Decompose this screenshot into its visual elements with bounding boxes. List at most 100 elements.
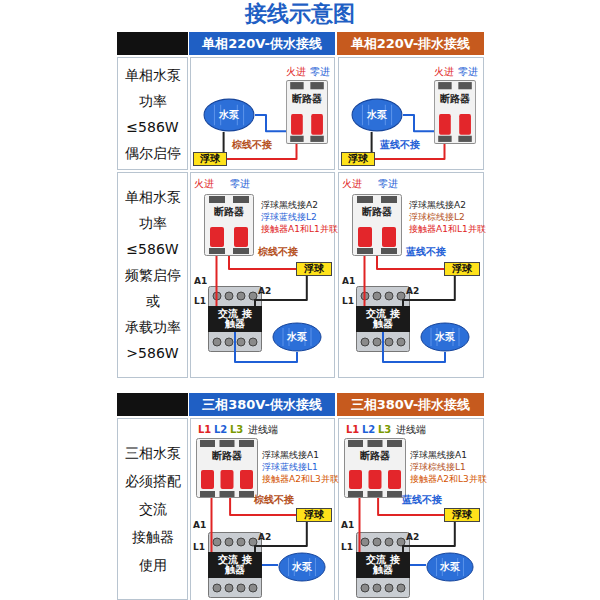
pump-body (421, 323, 469, 351)
note-label: 接触器A2和L3并联 (262, 474, 339, 485)
terminal-name: A1 (342, 276, 355, 287)
node-text: 三相380V-供水接线 (202, 396, 322, 414)
note-label: 浮球黑线接A1 (410, 450, 467, 461)
note-label: 浮球黑线接A2 (409, 200, 466, 211)
note-label: 零进 (310, 66, 330, 78)
pump-fin (436, 558, 437, 576)
pump-fin (283, 328, 284, 346)
panel (191, 58, 335, 170)
panel (339, 419, 484, 600)
note-label: 零进 (230, 178, 250, 190)
breaker-symbol (205, 195, 254, 256)
float-switch: 浮球 (296, 508, 332, 522)
terminal-name: L2 (214, 424, 227, 436)
node-text: 交流 接触器 (215, 309, 255, 330)
node-text: 浮球 (304, 263, 324, 275)
node-text: 断路器 (359, 450, 391, 462)
pump-fin (391, 105, 392, 125)
wire (255, 115, 286, 131)
header-corner (117, 32, 188, 55)
terminal-name: L1 (198, 424, 211, 436)
terminal-name: A1 (194, 276, 207, 287)
panel (191, 173, 335, 378)
note-label: 零进 (458, 66, 478, 78)
terminal-name: L3 (378, 424, 391, 436)
contactor-box: 交流 接触器 (356, 306, 410, 332)
panel (339, 173, 484, 378)
node-text: 水泵 (435, 330, 455, 344)
terminal-name: L2 (362, 424, 375, 436)
row-heading-cell: 三相水泵 必须搭配 交流 接触器 使用 (117, 418, 188, 600)
pump-motor: 水泵 (420, 322, 470, 352)
contactor-box: 交流 接触器 (356, 552, 410, 578)
pump-fin (214, 105, 215, 125)
float-switch: 浮球 (444, 262, 480, 276)
node-text: 单相220V-供水接线 (202, 35, 322, 53)
node-text: 三相380V-排水接线 (351, 396, 471, 414)
note-label: 蓝线不接 (406, 246, 446, 258)
node-text: 交流 接触器 (363, 309, 403, 330)
pump-body (279, 553, 325, 581)
pump-fin (315, 558, 316, 576)
node-text: 浮球 (304, 509, 324, 521)
note-label: 火进 (194, 178, 214, 190)
node-text: 断路器 (291, 93, 323, 105)
breaker-box: 断路器 (286, 80, 328, 144)
panel (339, 58, 484, 170)
header-cell: 单相220V-排水接线 (337, 32, 484, 55)
wire (255, 522, 307, 552)
pump-fin (463, 558, 464, 576)
node-text: 交流 接触器 (215, 555, 255, 576)
node-text: 交流 接触器 (363, 555, 403, 576)
breaker-symbol (353, 195, 402, 256)
contactor-symbol (209, 533, 262, 598)
note-label: 浮球棕线接L2 (409, 212, 465, 223)
contactor-box: 交流 接触器 (208, 552, 262, 578)
pump-fin (311, 328, 312, 346)
node-text: 水泵 (287, 330, 307, 344)
pump-motor: 水泵 (351, 98, 403, 132)
note-label: 接触器A1和L1并联 (409, 224, 486, 235)
pump-body (273, 323, 321, 351)
node-text: 断路器 (361, 206, 393, 218)
node-text: 单相220V-排水接线 (351, 35, 471, 53)
note-label: 火进 (434, 66, 454, 78)
breaker-box: 断路器 (344, 438, 406, 498)
pump-motor: 水泵 (278, 552, 326, 582)
panel (191, 419, 335, 600)
pump-fin (243, 105, 244, 125)
terminal-name: A1 (341, 520, 354, 531)
node-text: 水泵 (367, 108, 387, 122)
terminal-name: L1 (342, 296, 354, 307)
terminal-name: L1 (193, 542, 205, 553)
note-label: 浮球黑线接A2 (261, 200, 318, 211)
float-switch: 浮球 (296, 262, 332, 276)
terminal-name: A2 (258, 532, 271, 543)
pump-motor: 水泵 (203, 98, 255, 132)
node-text: 断路器 (213, 206, 245, 218)
terminal-name: A2 (406, 532, 419, 543)
note-label: 棕线不接 (258, 246, 298, 258)
note-label: 火进 (342, 178, 362, 190)
breaker-box: 断路器 (352, 194, 402, 256)
page-title: 接线示意图 (0, 1, 600, 27)
wire (403, 522, 455, 552)
terminal-name: A1 (193, 520, 206, 531)
contactor-symbol (357, 533, 410, 598)
note-label: 棕线不接 (232, 139, 272, 151)
breaker-symbol (286, 81, 327, 144)
header-cell: 单相220V-供水接线 (189, 32, 335, 55)
pump-body (352, 99, 402, 131)
breaker-box: 断路器 (204, 194, 254, 256)
pump-body (204, 99, 254, 131)
terminal-name: A2 (258, 286, 271, 297)
wire (403, 276, 455, 306)
contactor-box: 交流 接触器 (208, 306, 262, 332)
note-label: 棕线不接 (254, 494, 294, 506)
wire (262, 564, 278, 566)
wire (229, 256, 296, 269)
wire (364, 256, 366, 306)
pump-motor: 水泵 (426, 552, 474, 582)
terminal-name: L1 (194, 296, 206, 307)
